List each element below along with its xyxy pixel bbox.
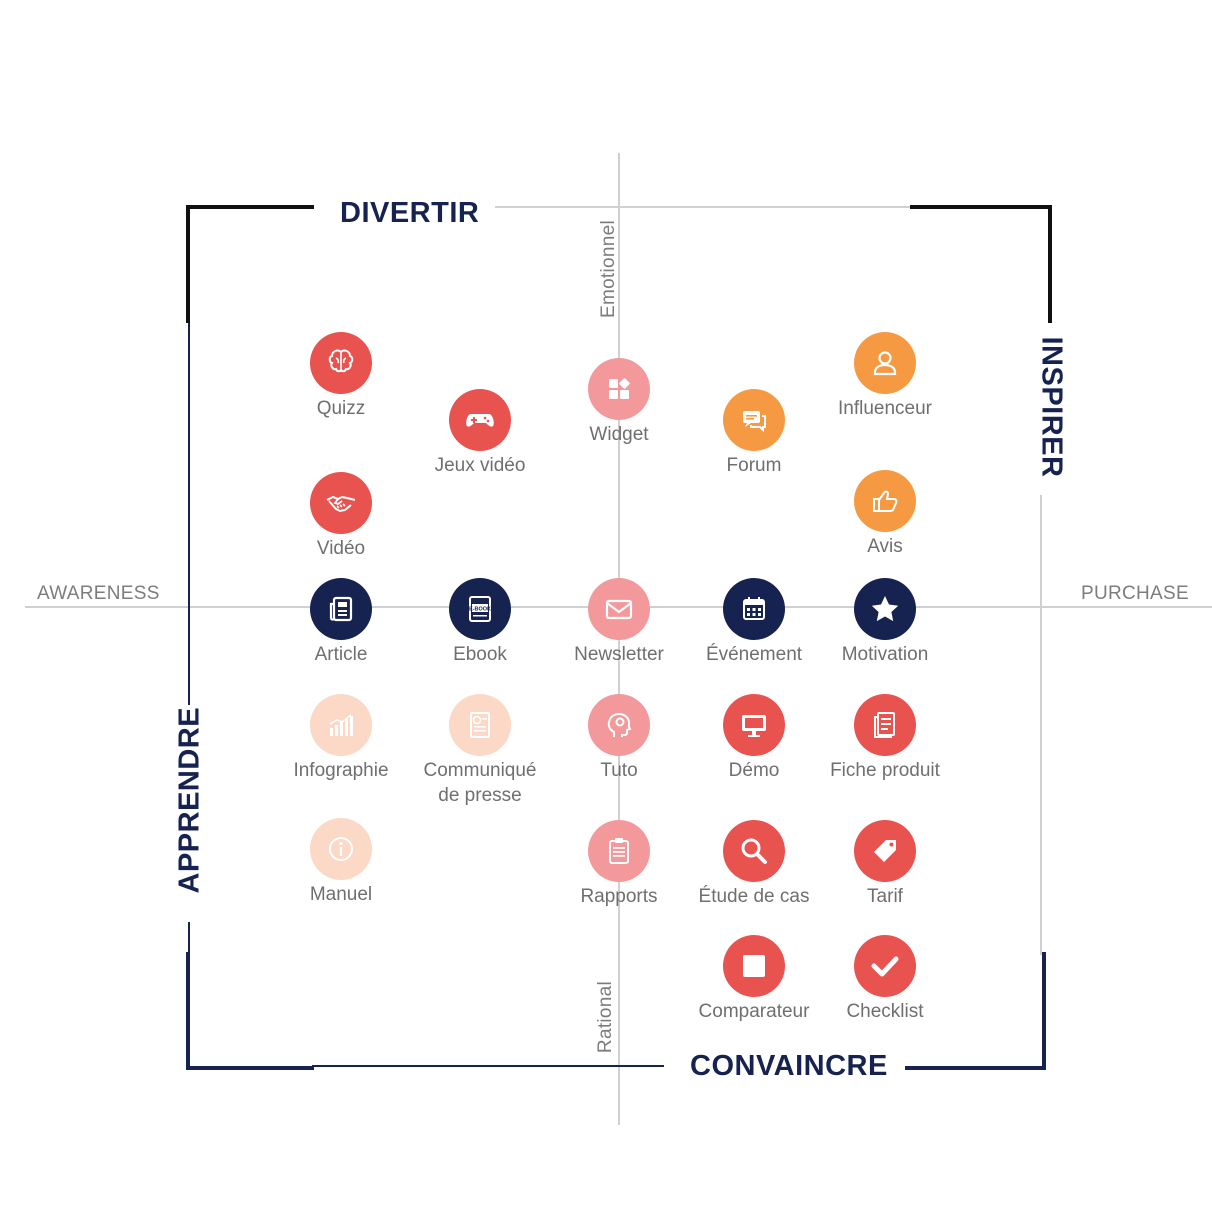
item-label: Newsletter [574, 644, 664, 665]
item-label: Vidéo [316, 538, 366, 559]
item-label: Ebook [453, 644, 507, 665]
item-label: Jeux vidéo [434, 455, 526, 476]
item-motivation: Motivation [815, 578, 955, 667]
item-article: Article [271, 578, 411, 667]
item-label: Événement [705, 644, 803, 665]
square-icon [723, 935, 785, 997]
item-manuel: Manuel [271, 818, 411, 907]
info-icon [310, 818, 372, 880]
head-gear-icon [588, 694, 650, 756]
item-label: Tarif [867, 886, 903, 907]
item-label: Quizz [316, 398, 366, 419]
item-tuto: Tuto [549, 694, 689, 783]
envelope-icon [588, 578, 650, 640]
item-label: Motivation [841, 644, 929, 665]
item-label: Checklist [846, 1001, 924, 1022]
user-icon [854, 332, 916, 394]
item-label: Widget [589, 424, 649, 445]
item-label: Fiche produit [830, 760, 940, 781]
ebook-icon: E-BOOK [449, 578, 511, 640]
tag-icon [854, 820, 916, 882]
frame-right-thin [1040, 495, 1042, 955]
corner-top-left-v [186, 205, 190, 323]
item-demo: Démo [684, 694, 824, 783]
item-comparateur: Comparateur [684, 935, 824, 1024]
handshake-icon [310, 472, 372, 534]
item-infographie: Infographie [271, 694, 411, 783]
corner-bottom-left-v [186, 952, 190, 1070]
item-influenceur: Influenceur [815, 332, 955, 421]
thumbs-up-icon [854, 470, 916, 532]
corner-top-left-h [186, 205, 314, 209]
item-jeux-video: Jeux vidéo [410, 389, 550, 478]
widget-icon [588, 358, 650, 420]
axis-label-emotionnel: Emotionnel [598, 219, 619, 319]
item-label: Étude de cas [698, 886, 810, 907]
quadrant-title-apprendre: APPRENDRE [173, 706, 206, 894]
item-label: Rapports [580, 886, 658, 907]
item-label: Manuel [309, 884, 373, 905]
frame-top-thin [495, 206, 910, 208]
item-label: Infographie [293, 760, 389, 781]
monitor-icon [723, 694, 785, 756]
item-avis: Avis [815, 470, 955, 559]
document-icon [854, 694, 916, 756]
item-label: Influenceur [837, 398, 932, 419]
quadrant-title-inspirer: INSPIRER [1035, 336, 1068, 478]
item-label: Article [314, 644, 368, 665]
axis-label-rational: Rational [595, 980, 616, 1054]
axis-label-purchase: PURCHASE [1081, 583, 1189, 604]
quadrant-title-convaincre: CONVAINCRE [690, 1050, 888, 1082]
item-quizz: Quizz [271, 332, 411, 421]
axis-label-awareness: AWARENESS [37, 583, 160, 604]
item-tarif: Tarif [815, 820, 955, 909]
star-icon [854, 578, 916, 640]
item-label-line1: Communiqué [423, 760, 537, 781]
item-fiche-produit: Fiche produit [815, 694, 955, 783]
frame-left-thin [188, 322, 190, 705]
item-label: Comparateur [698, 1001, 810, 1022]
quadrant-title-divertir: DIVERTIR [340, 197, 480, 229]
frame-left-thin-lower [188, 922, 190, 952]
corner-bottom-right-v [1042, 952, 1046, 1070]
magnifier-icon [723, 820, 785, 882]
bar-chart-icon [310, 694, 372, 756]
item-rapports: Rapports [549, 820, 689, 909]
item-communique: Communiqué de presse [410, 694, 550, 808]
chat-icon [723, 389, 785, 451]
item-checklist: Checklist [815, 935, 955, 1024]
frame-bottom-thin [312, 1065, 664, 1067]
calendar-icon [723, 578, 785, 640]
corner-top-right-v [1048, 205, 1052, 323]
press-icon [449, 694, 511, 756]
ebook-badge-text: E-BOOK [469, 607, 491, 613]
clipboard-icon [588, 820, 650, 882]
corner-top-right-h [910, 205, 1052, 209]
item-video: Vidéo [271, 472, 411, 561]
item-etude-de-cas: Étude de cas [684, 820, 824, 909]
item-label: Avis [867, 536, 903, 557]
item-label: Tuto [600, 760, 638, 781]
item-label: Forum [726, 455, 782, 476]
gamepad-icon [449, 389, 511, 451]
check-icon [854, 935, 916, 997]
corner-bottom-right-h [905, 1066, 1046, 1070]
item-label-line2: de presse [438, 785, 522, 806]
item-label: Démo [728, 760, 780, 781]
corner-bottom-left-h [186, 1066, 314, 1070]
item-forum: Forum [684, 389, 824, 478]
brain-icon [310, 332, 372, 394]
item-evenement: Événement [684, 578, 824, 667]
item-ebook: E-BOOK Ebook [410, 578, 550, 667]
item-newsletter: Newsletter [549, 578, 689, 667]
newspaper-icon [310, 578, 372, 640]
item-widget: Widget [549, 358, 689, 447]
